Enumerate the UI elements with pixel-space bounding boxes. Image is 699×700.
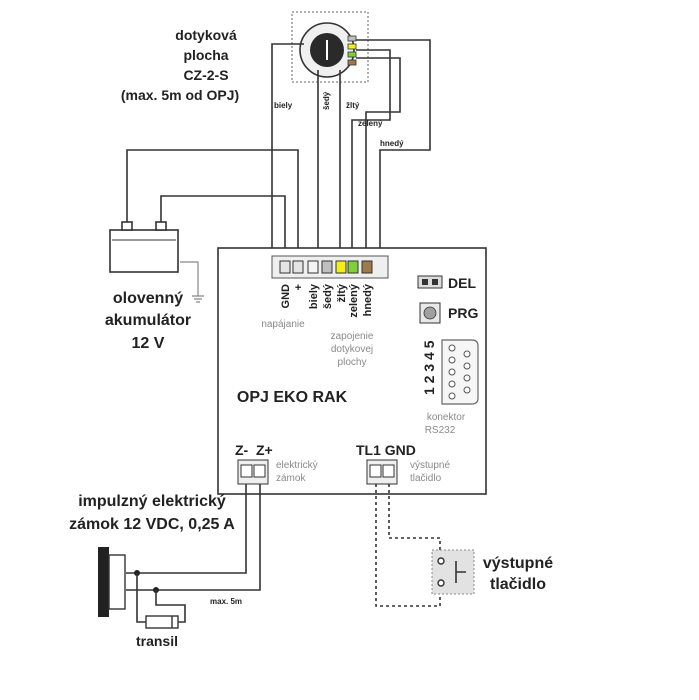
rs232-pins xyxy=(448,344,471,400)
rs232-label-2: RS232 xyxy=(425,425,456,436)
lock-max-distance: max. 5m xyxy=(210,597,242,606)
transil-component xyxy=(145,615,179,629)
del-jumper[interactable] xyxy=(417,275,443,289)
touch-connection-label-3: plochy xyxy=(338,357,367,368)
terminal-label: hnedý xyxy=(362,283,374,316)
terminal-pins xyxy=(279,260,373,274)
rs232-pin xyxy=(463,362,471,370)
rs232-pin-numbers: 1 2 3 4 5 xyxy=(421,340,437,395)
lock-terminal-label-1: elektrický xyxy=(276,460,318,471)
ground-wire xyxy=(180,261,199,296)
touch-plate-max-distance: (max. 5m od OPJ) xyxy=(121,87,239,103)
terminal-pin-4 xyxy=(335,260,347,274)
exit-button-label-1: výstupné xyxy=(483,555,553,572)
battery-label-1: olovenný xyxy=(113,290,183,307)
touch-connection-label-2: dotykovej xyxy=(331,344,373,355)
terminal-label: + xyxy=(293,284,305,290)
battery-label-2: akumulátor xyxy=(105,312,191,329)
transil-label: transil xyxy=(136,633,178,649)
terminal-pin-5 xyxy=(347,260,359,274)
terminal-pin-3 xyxy=(321,260,333,274)
electric-lock xyxy=(98,547,126,617)
rs232-label-1: konektor xyxy=(427,412,466,423)
wire-exit-tl1 xyxy=(375,484,441,607)
terminal-pin-2 xyxy=(307,260,319,274)
touch-plate-label-1: dotyková xyxy=(175,27,237,43)
rs232-connector xyxy=(441,339,479,405)
touch-connection-label-1: zapojenie xyxy=(331,331,374,342)
prg-label: PRG xyxy=(448,305,478,321)
wire-label-biely: biely xyxy=(274,101,293,110)
exit-terminal-labels: TL1 GND xyxy=(356,442,416,458)
wire-label-zlty: žltý xyxy=(346,101,360,110)
lock-label-1: impulzný elektrický xyxy=(78,493,226,510)
rs232-pin xyxy=(448,344,456,352)
exit-terminal-label-2: tlačidlo xyxy=(410,473,442,484)
exit-button-label-2: tlačidlo xyxy=(490,576,546,593)
wire-biely xyxy=(271,43,304,258)
transil-lead-right xyxy=(155,590,186,623)
battery xyxy=(109,221,179,273)
wire-exit-gnd xyxy=(388,484,441,560)
terminal-pin-1 xyxy=(292,260,304,274)
rs232-pin xyxy=(463,350,471,358)
lock-terminal-label-2: zámok xyxy=(276,473,306,484)
terminal-label: GND xyxy=(280,284,292,309)
wire-zeleny xyxy=(351,49,391,258)
wire-battery-plus xyxy=(126,149,299,258)
terminal-pin-0 xyxy=(279,260,291,274)
rs232-pin xyxy=(448,392,456,400)
wire-lock-minus xyxy=(126,484,247,574)
del-label: DEL xyxy=(448,275,476,291)
ground-symbol-icon xyxy=(192,295,204,303)
wire-label-hnedy: hnedý xyxy=(380,139,404,148)
rs232-pin xyxy=(448,368,456,376)
wire-hnedy xyxy=(356,39,431,258)
terminal-label: biely xyxy=(308,283,320,309)
terminal-label: žltý xyxy=(336,283,348,302)
lock-label-2: zámok 12 VDC, 0,25 A xyxy=(69,516,235,533)
rs232-pin xyxy=(463,374,471,382)
terminal-label: šedý xyxy=(322,283,334,309)
lock-terminal-labels: Z- Z+ xyxy=(235,442,273,458)
terminal-pin-6 xyxy=(361,260,373,274)
wire-zeleny-2 xyxy=(356,57,401,258)
prg-button-knob xyxy=(423,306,437,320)
touch-plate xyxy=(291,11,369,83)
controller-box xyxy=(217,247,487,495)
rs232-pin xyxy=(448,356,456,364)
exit-terminal-label-1: výstupné xyxy=(410,460,450,471)
rs232-pin xyxy=(463,386,471,394)
wire-battery-gnd xyxy=(160,195,286,258)
wire-lock-plus xyxy=(126,484,261,591)
controller-title: OPJ EKO RAK xyxy=(237,389,348,406)
rs232-pin xyxy=(448,380,456,388)
transil-lead-left xyxy=(136,573,146,623)
wire-label-sedy: šedý xyxy=(322,91,331,110)
power-label: napájanie xyxy=(261,319,305,330)
exit-button xyxy=(431,549,475,595)
touch-plate-label-2: plocha xyxy=(183,47,228,63)
battery-label-3: 12 V xyxy=(132,335,165,352)
terminal-label: zelený xyxy=(348,283,360,318)
touch-plate-model: CZ-2-S xyxy=(183,67,228,83)
wire-label-zeleny: zelený xyxy=(358,119,383,128)
